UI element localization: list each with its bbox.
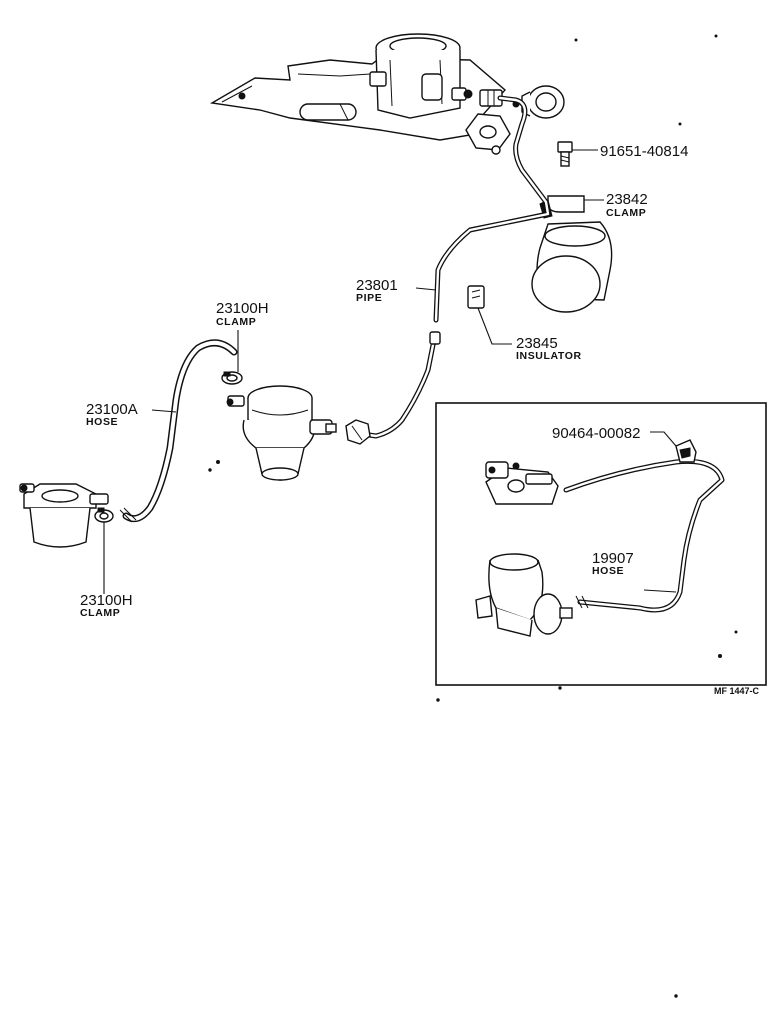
callout-23842: 23842 xyxy=(606,191,648,208)
insulator-part xyxy=(467,285,485,309)
fuel-pump-part xyxy=(226,385,337,481)
callout-23100h-lower-name: CLAMP xyxy=(80,607,120,619)
bolt-part xyxy=(557,141,573,167)
callout-19907: 19907 xyxy=(592,550,634,567)
callout-23100h-lower: 23100H xyxy=(80,592,133,609)
clamp-23100h-lower xyxy=(94,507,114,523)
callout-23842-name: CLAMP xyxy=(606,207,646,219)
fuel-filter-part xyxy=(19,483,109,548)
callout-23100h-upper-name: CLAMP xyxy=(216,316,256,328)
callout-23845: 23845 xyxy=(516,335,558,352)
callout-23100a: 23100A xyxy=(86,401,138,418)
clamp-23100h-upper xyxy=(221,371,243,385)
inset-pump-assembly xyxy=(475,461,573,637)
carburetor-assembly xyxy=(209,33,565,155)
callout-19907-name: HOSE xyxy=(592,565,624,577)
callout-90464-00082: 90464-00082 xyxy=(552,425,640,442)
callout-23845-name: INSULATOR xyxy=(516,350,582,362)
hose-19907 xyxy=(563,458,725,613)
callout-23100a-name: HOSE xyxy=(86,416,118,428)
inset-box xyxy=(435,402,767,686)
callout-23100h-upper: 23100H xyxy=(216,300,269,317)
callout-23801: 23801 xyxy=(356,277,398,294)
callout-91651-40814: 91651-40814 xyxy=(600,143,688,160)
callout-23801-name: PIPE xyxy=(356,292,382,304)
canister-part xyxy=(531,221,613,313)
clip-90464-part xyxy=(675,439,697,463)
hose-23100a xyxy=(122,339,238,523)
diagram-reference-code: MF 1447-C xyxy=(714,686,760,696)
